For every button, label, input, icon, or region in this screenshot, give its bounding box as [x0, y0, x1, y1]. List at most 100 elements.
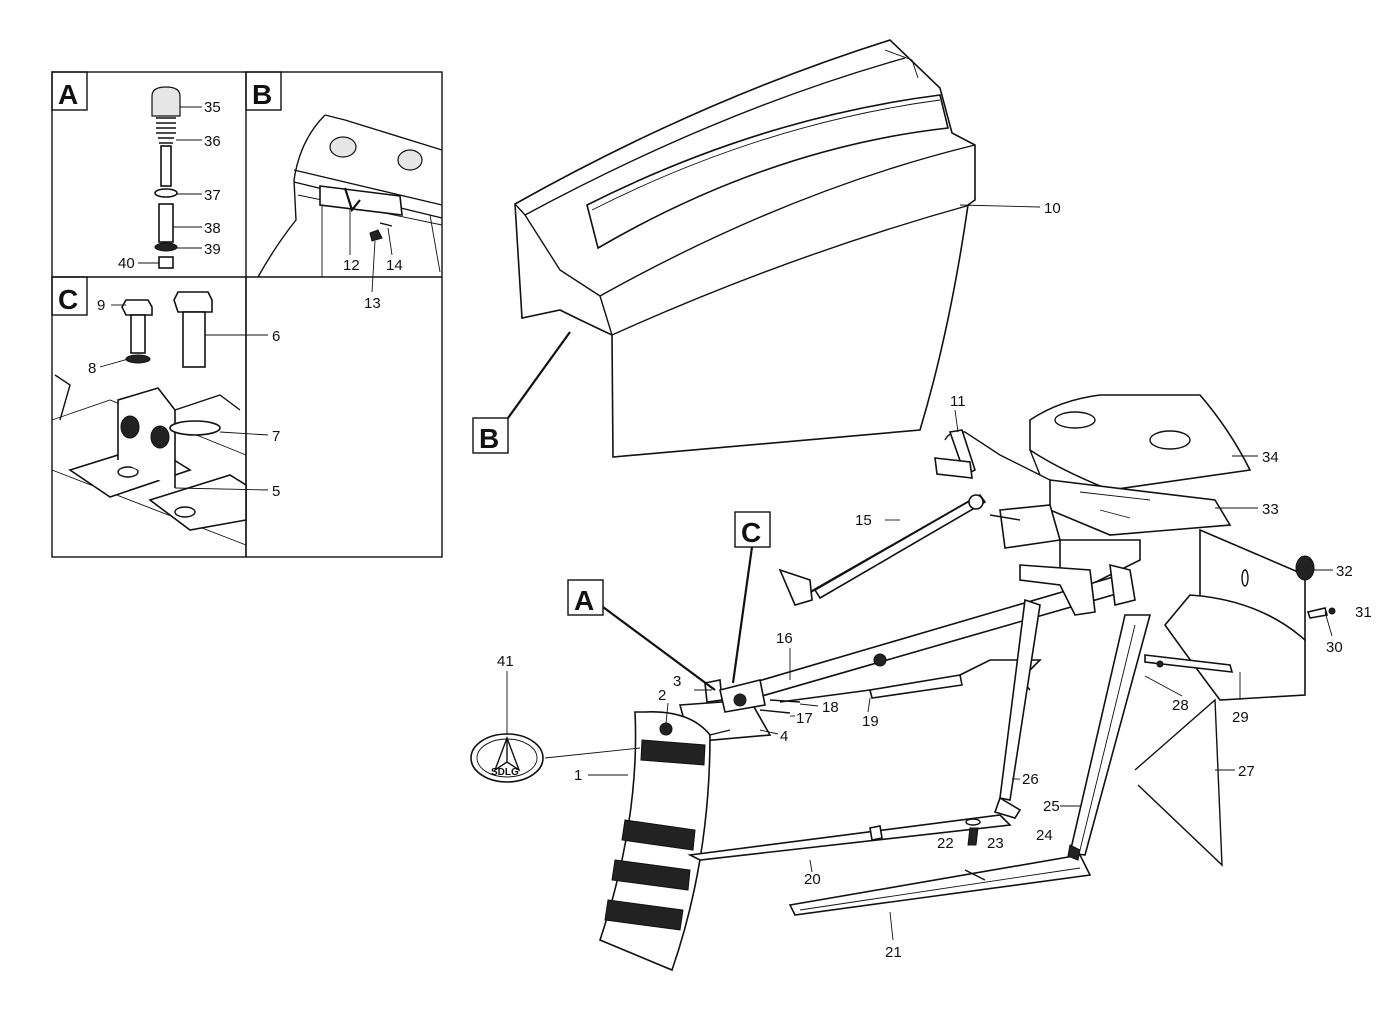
callout-numbers: 35 36 37 38 39 40 12 13 14 9 6 8 7 5 10 … — [88, 99, 1372, 961]
rear-plates — [1134, 594, 1306, 867]
view-a-box — [51, 71, 88, 111]
view-c-pointer: C — [731, 511, 771, 684]
callout-5: 5 — [272, 483, 280, 500]
callout-30: 30 — [1326, 639, 1343, 656]
screw-30 — [1306, 607, 1329, 619]
c-ref-box — [734, 511, 771, 548]
latch-pin-17 — [759, 709, 791, 714]
hood-side-crease — [611, 204, 971, 336]
plate-hole-2 — [174, 506, 196, 518]
hood-top-edge — [324, 114, 443, 151]
ref-a-label: A — [574, 585, 594, 616]
frame-rail-top — [51, 399, 247, 456]
strut-end — [968, 494, 984, 510]
pivot-bracket-5 — [117, 387, 176, 488]
nut-right — [150, 425, 170, 449]
callout-19: 19 — [862, 713, 879, 730]
bolt-2 — [659, 722, 673, 736]
detail-a-bump-stop — [151, 86, 181, 269]
callout-22: 22 — [937, 835, 954, 852]
strip-28 — [1144, 654, 1234, 673]
callout-21: 21 — [885, 944, 902, 961]
leader-8 — [99, 358, 129, 368]
bumper-pad-left — [329, 136, 357, 158]
bracket-arm — [174, 394, 241, 411]
callout-16: 16 — [776, 630, 793, 647]
lower-frame — [687, 598, 1152, 916]
bolt-shank-9 — [130, 314, 146, 354]
callout-3: 3 — [673, 673, 681, 690]
callout-37: 37 — [204, 187, 221, 204]
screws-30-31 — [1306, 607, 1336, 619]
callout-18: 18 — [822, 699, 839, 716]
callout-10: 10 — [1044, 200, 1061, 217]
arm-nut — [873, 653, 887, 667]
grommet-32 — [1295, 555, 1315, 581]
leader-19 — [867, 697, 871, 713]
upright-25-inner — [1079, 624, 1136, 851]
b-ref-box — [472, 417, 509, 454]
ref-b-label: B — [479, 423, 499, 454]
engine-hood-10 — [514, 39, 976, 458]
callout-2: 2 — [658, 687, 666, 704]
rail-21-bolt — [964, 869, 986, 881]
hood-outline — [514, 39, 976, 458]
frame-33 — [1049, 479, 1232, 536]
frame-33-detail — [1079, 491, 1151, 519]
mount-plate-34 — [1029, 394, 1252, 491]
hinge-base-11 — [934, 457, 973, 479]
detail-b-side-lines — [321, 205, 441, 277]
callout-13: 13 — [364, 295, 381, 312]
bolt-23 — [967, 827, 979, 846]
leader-13 — [371, 240, 376, 293]
callout-7: 7 — [272, 428, 280, 445]
latch-pin — [733, 693, 747, 707]
nut-left — [120, 415, 140, 439]
callout-9: 9 — [97, 297, 105, 314]
rubber-cap-35 — [151, 86, 181, 117]
bolt-head-9 — [121, 299, 153, 316]
leader-2 — [665, 702, 669, 725]
latch-plate — [319, 185, 403, 216]
callout-39: 39 — [204, 241, 221, 258]
linkage-sleeve — [869, 674, 963, 699]
callout-1: 1 — [574, 767, 582, 784]
leader-5 — [174, 487, 269, 491]
arm-pivot-block — [1019, 564, 1096, 616]
callout-17: 17 — [796, 710, 813, 727]
view-b-pointer: B — [472, 331, 571, 454]
callout-29: 29 — [1232, 709, 1249, 726]
callout-15: 15 — [855, 512, 872, 529]
callout-6: 6 — [272, 328, 280, 345]
front-plate-tab — [709, 729, 731, 736]
hood-vent-panel — [586, 94, 949, 250]
mount-edge — [1029, 449, 1041, 476]
callout-4: 4 — [780, 728, 788, 745]
arm-end-bracket — [1109, 563, 1136, 606]
leader-18 — [799, 703, 819, 707]
bracket-34-assembly — [934, 394, 1315, 642]
view-a-label: A — [58, 79, 78, 110]
mount-hole-2 — [1149, 430, 1191, 450]
detail-c-pivot — [51, 291, 247, 546]
leader-28 — [1144, 675, 1183, 697]
view-c-label: C — [58, 284, 78, 315]
washer-37 — [154, 188, 178, 198]
front-plate-1 — [599, 711, 731, 972]
strut-body — [813, 493, 987, 600]
bumper-pad-right — [397, 149, 423, 171]
washer-8 — [125, 354, 151, 364]
stud-shank — [160, 145, 172, 187]
logo-text: SDLG — [491, 767, 519, 778]
a-leader — [602, 606, 716, 691]
logo-41: SDLG — [470, 733, 544, 783]
callout-8: 8 — [88, 360, 96, 377]
leader-41 — [544, 747, 641, 759]
bolt-24 — [1067, 844, 1081, 861]
bolt-shank-6 — [182, 311, 206, 368]
washer-14 — [379, 222, 393, 227]
bolt-13 — [369, 229, 383, 242]
mount-hole-1 — [1054, 411, 1096, 429]
hood-ridge-front — [514, 57, 906, 216]
